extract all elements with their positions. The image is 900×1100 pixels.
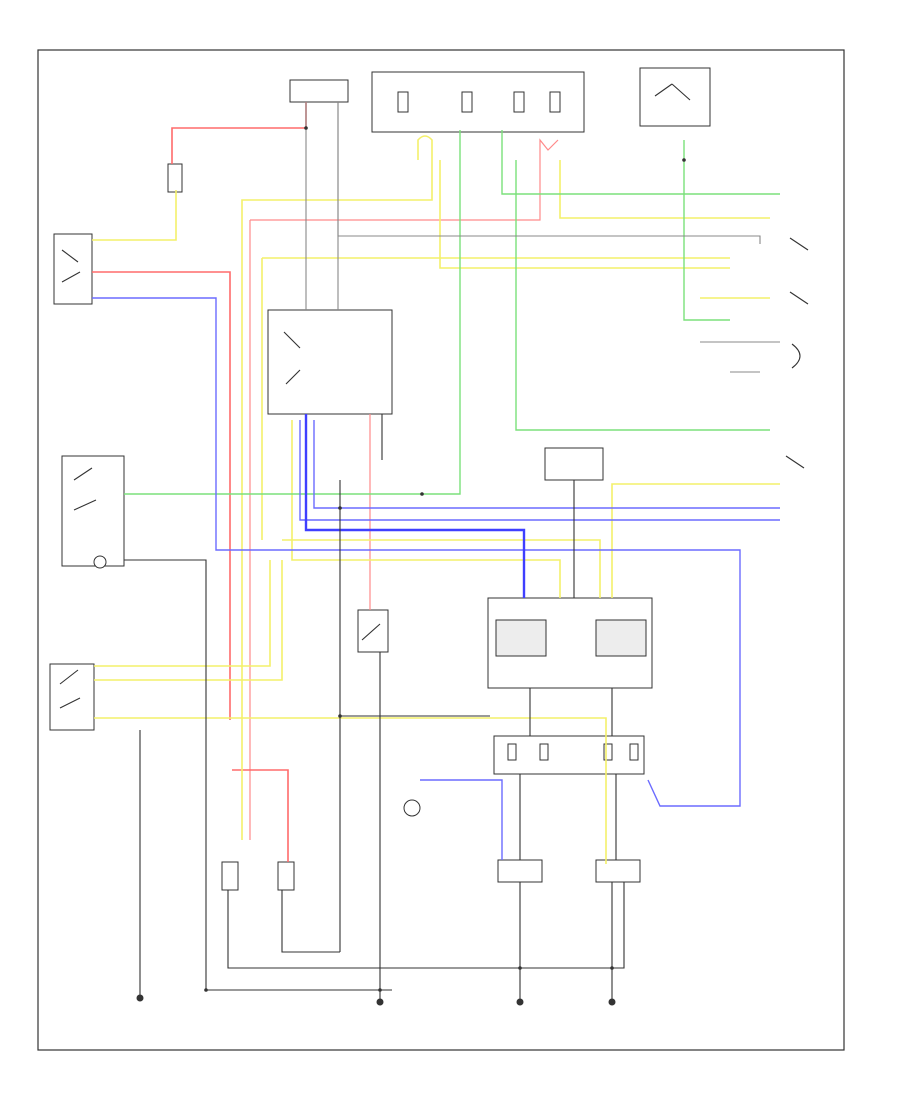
left-front-fog [221,861,239,891]
dimmer-relay-coil-right [595,619,647,657]
switch-right-3 [785,455,805,469]
lamp-right-1 [791,343,801,369]
fuse-1 [397,91,409,113]
combination-switch-top [639,67,711,127]
right-front-fog [277,861,295,891]
light-switch [53,233,93,305]
fuse-2 [461,91,473,113]
ground-g2 [376,998,384,1006]
ground-g3 [516,998,524,1006]
fog-light-switch [49,663,95,731]
fuse-3 [513,91,525,113]
ground-g1 [136,994,144,1002]
tail-light-switch [61,455,125,567]
hot-at-all-times-fuse-box [289,79,349,103]
switch-right-1 [789,237,809,251]
fuse-block-lower [493,735,645,775]
diagram-frame [37,49,845,1051]
right-headlight [595,859,641,883]
switch-right-2 [789,291,809,305]
daytime-running-light-module [544,447,604,481]
high-beam-indicator [403,799,421,817]
headlight-cleaner-relay [357,609,389,653]
fuse-4 [549,91,561,113]
indicator-lamp [93,555,107,569]
ground-g4 [608,998,616,1006]
left-headlight [497,859,543,883]
headlight-relay [267,309,393,415]
fuse-top-left [167,163,183,193]
dimmer-relay-coil-left [495,619,547,657]
